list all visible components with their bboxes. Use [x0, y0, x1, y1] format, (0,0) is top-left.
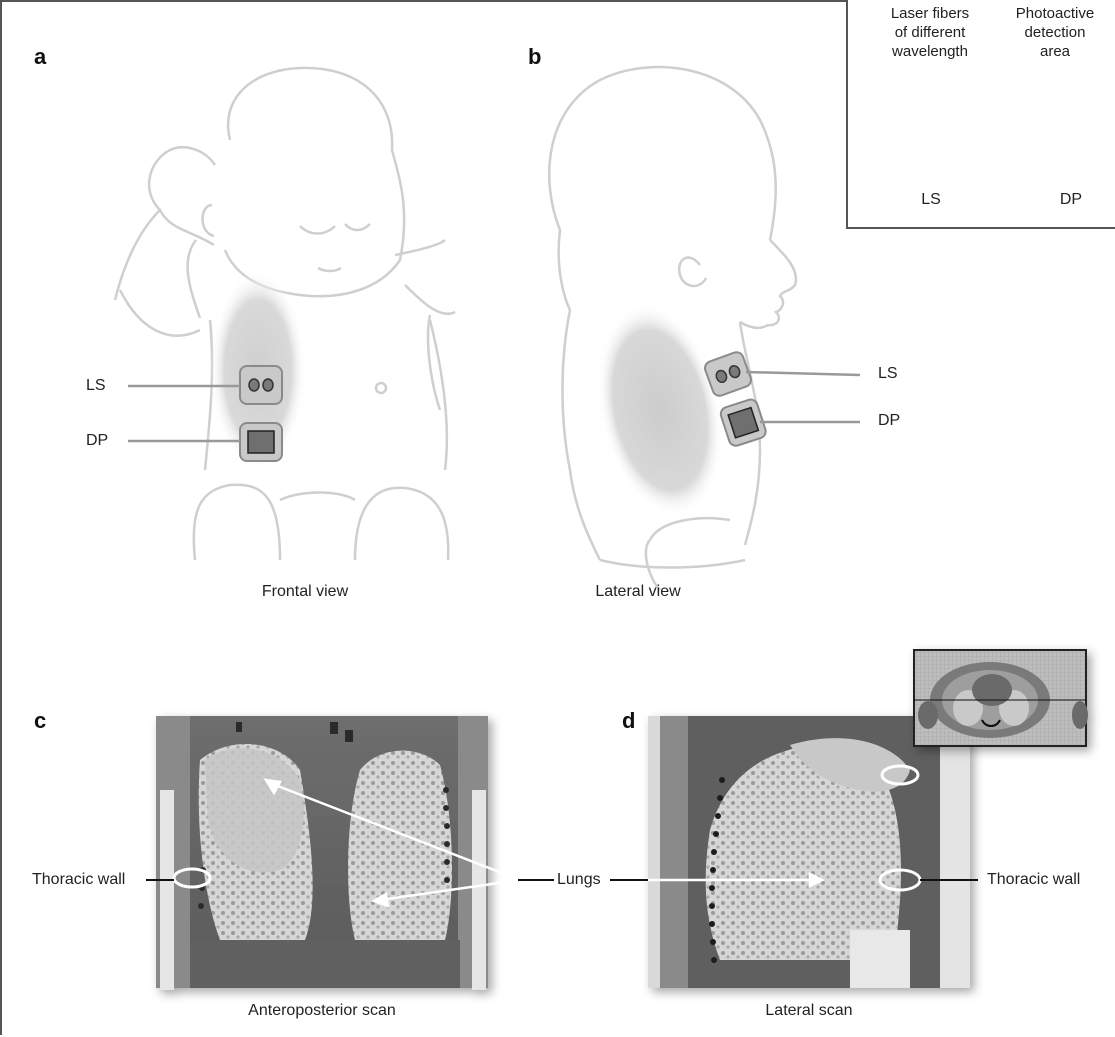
- legend-ls-label: LS: [898, 190, 964, 209]
- lateral-ls-leader: [746, 372, 860, 375]
- lungs-label: Lungs: [557, 871, 601, 889]
- legend-box: Laser fibers of different wavelength Pho…: [846, 0, 1115, 229]
- panel-letter-b: b: [528, 44, 541, 70]
- legend-ls-desc-line: wavelength: [870, 42, 990, 61]
- axial-ct-inset: [914, 650, 1088, 746]
- panel-letter-c: c: [34, 708, 46, 734]
- legend-dp-desc-line: Photoactive: [1000, 4, 1110, 23]
- ap-scan-caption: Anteroposterior scan: [222, 1002, 422, 1020]
- lateral-thoracic-wall-label: Thoracic wall: [987, 871, 1080, 889]
- lateral-view-caption: Lateral view: [568, 583, 708, 601]
- panel-letter-d: d: [622, 708, 635, 734]
- legend-dp-desc-line: area: [1000, 42, 1110, 61]
- lateral-scan-caption: Lateral scan: [744, 1002, 874, 1020]
- lateral-ls-label: LS: [878, 365, 898, 383]
- lateral-dp-label: DP: [878, 412, 900, 430]
- legend-ls-desc-line: Laser fibers: [870, 4, 990, 23]
- lung-shading-lateral: [579, 292, 741, 528]
- legend-ls-desc-line: of different: [870, 23, 990, 42]
- frontal-dp-sensor: [240, 423, 282, 461]
- frontal-view-caption: Frontal view: [230, 583, 380, 601]
- legend-dp-desc-line: detection: [1000, 23, 1110, 42]
- legend-ls-description: Laser fibers of different wavelength: [870, 4, 990, 61]
- frontal-ls-label: LS: [86, 377, 106, 395]
- frontal-ls-sensor: [240, 366, 282, 404]
- frontal-dp-label: DP: [86, 432, 108, 450]
- legend-dp-label: DP: [1038, 190, 1104, 209]
- panel-letter-a: a: [34, 44, 46, 70]
- ap-thoracic-wall-label: Thoracic wall: [32, 871, 125, 889]
- ap-ct-scan: [156, 716, 488, 990]
- lateral-ct-scan: [648, 716, 970, 988]
- legend-dp-description: Photoactive detection area: [1000, 4, 1110, 61]
